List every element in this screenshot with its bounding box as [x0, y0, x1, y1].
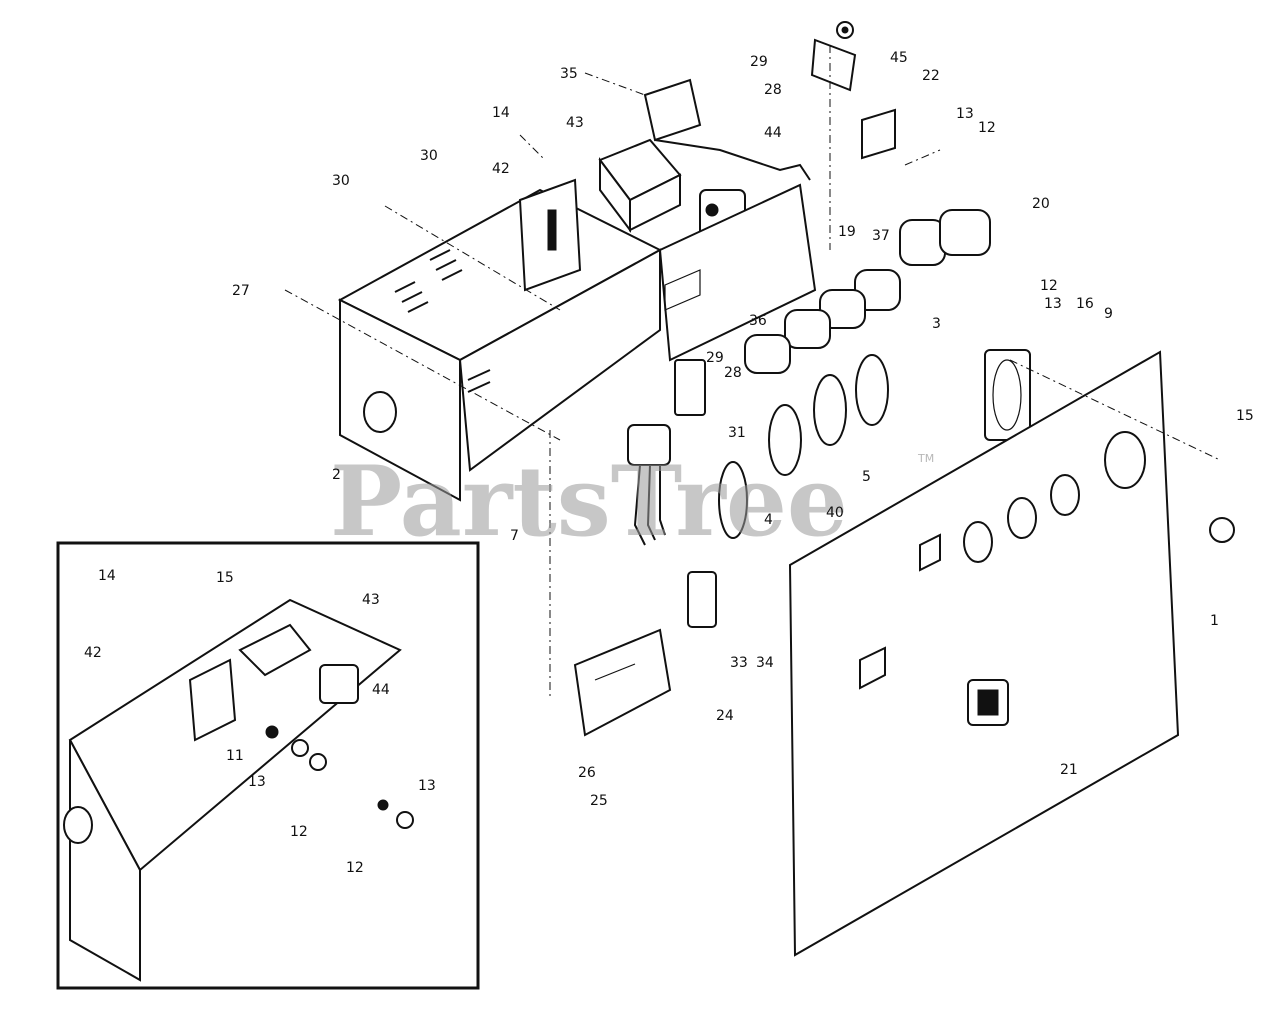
- callout-13: 13: [1044, 296, 1062, 312]
- callout-5: 5: [862, 469, 871, 485]
- receptacle-19a: [819, 289, 866, 329]
- inset-callout-12: 12: [290, 824, 308, 840]
- trademark-text: TM: [917, 452, 934, 465]
- callout-35: 35: [560, 66, 578, 82]
- plate-45: [810, 21, 857, 92]
- callout-31: 31: [728, 425, 746, 441]
- callout-45: 45: [890, 50, 908, 66]
- callout-27: 27: [232, 283, 250, 299]
- callout-7: 7: [510, 528, 519, 544]
- connector-7: [627, 424, 671, 546]
- control-module-24: [573, 628, 672, 737]
- inset-callout-12: 12: [346, 860, 364, 876]
- inset-callout-14: 14: [98, 568, 116, 584]
- callout-28: 28: [764, 82, 782, 98]
- inset-callout-43: 43: [362, 592, 380, 608]
- callout-20: 20: [1032, 196, 1050, 212]
- callout-33: 33: [730, 655, 748, 671]
- callout-1: 1: [1210, 613, 1219, 629]
- inset-callout-13: 13: [248, 774, 266, 790]
- callout-12: 12: [978, 120, 996, 136]
- receptacle-36: [744, 334, 791, 374]
- callout-29: 29: [706, 350, 724, 366]
- relay-31: [674, 359, 706, 416]
- callout-40: 40: [826, 505, 844, 521]
- callout-13: 13: [956, 106, 974, 122]
- callout-30: 30: [420, 148, 438, 164]
- bracket-35: [643, 78, 811, 181]
- housing-back-wall: [658, 183, 817, 362]
- callout-29: 29: [750, 54, 768, 70]
- callout-19: 19: [838, 224, 856, 240]
- callout-24: 24: [716, 708, 734, 724]
- callout-43: 43: [566, 115, 584, 131]
- transformer-43: [598, 138, 682, 233]
- control-panel-housing: [337, 188, 663, 502]
- callout-25: 25: [590, 793, 608, 809]
- callout-26: 26: [578, 765, 596, 781]
- callout-34: 34: [756, 655, 774, 671]
- leader-lines: [284, 45, 1221, 700]
- callout-44: 44: [764, 125, 782, 141]
- watermark-text: PartsTree: [330, 445, 848, 558]
- circuit-board-42: [518, 178, 582, 292]
- front-panel-1: [788, 350, 1235, 957]
- callout-14: 14: [492, 105, 510, 121]
- callout-2: 2: [332, 467, 341, 483]
- breaker-9: [984, 349, 1031, 441]
- inset-callout-44: 44: [372, 682, 390, 698]
- inset-callout-13: 13: [418, 778, 436, 794]
- callout-21: 21: [1060, 762, 1078, 778]
- receptacle-19b: [784, 309, 831, 349]
- receptacle-20a: [899, 219, 946, 266]
- callout-37: 37: [872, 228, 890, 244]
- callout-36: 36: [749, 313, 767, 329]
- callout-30: 30: [332, 173, 350, 189]
- callout-28: 28: [724, 365, 742, 381]
- callout-12: 12: [1040, 278, 1058, 294]
- callout-15: 15: [1236, 408, 1254, 424]
- inset-callout-42: 42: [84, 645, 102, 661]
- inset-callout-15: 15: [216, 570, 234, 586]
- receptacle-20b: [939, 209, 991, 256]
- inset-detail: [56, 541, 480, 990]
- callout-9: 9: [1104, 306, 1113, 322]
- callout-42: 42: [492, 161, 510, 177]
- receptacle-33: [687, 571, 717, 628]
- outlet-face-plates: [718, 354, 889, 539]
- callout-4: 4: [764, 512, 773, 528]
- callout-16: 16: [1076, 296, 1094, 312]
- callout-22: 22: [922, 68, 940, 84]
- terminal-22: [861, 108, 896, 160]
- callout-3: 3: [932, 316, 941, 332]
- inset-callout-11: 11: [226, 748, 244, 764]
